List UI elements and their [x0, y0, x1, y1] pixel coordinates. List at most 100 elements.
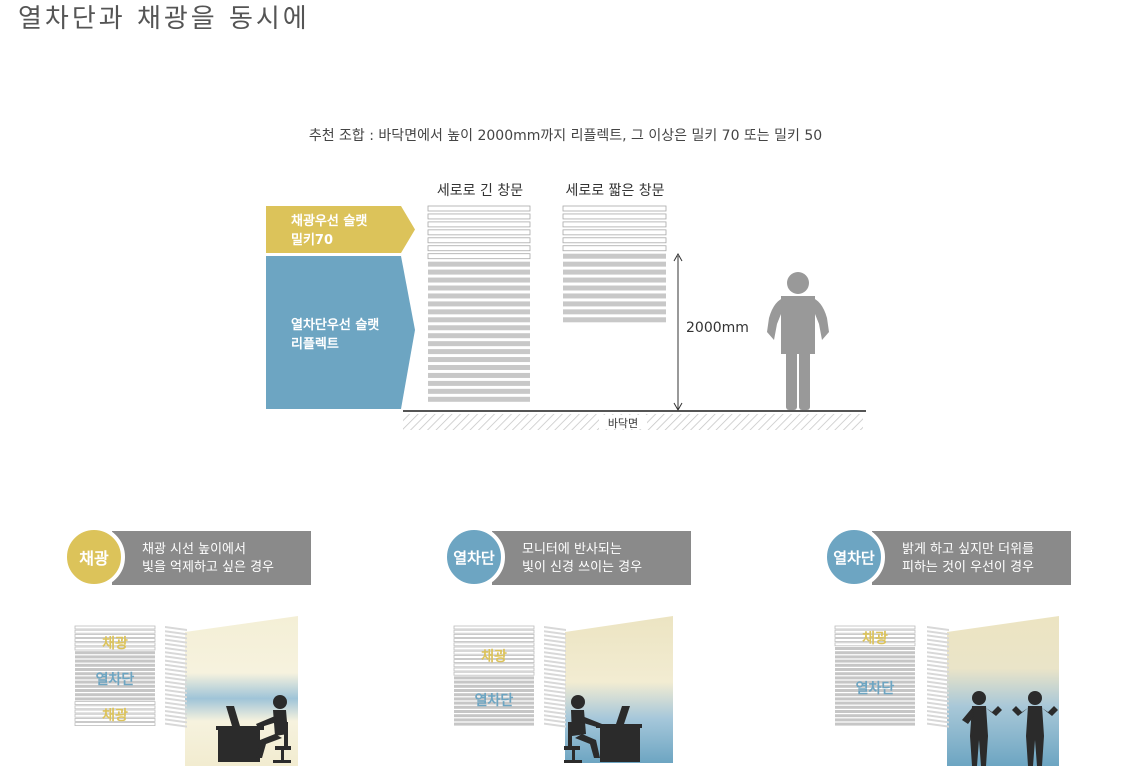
side-slat	[544, 684, 566, 690]
case-2-line-1: 모니터에 반사되는	[522, 542, 622, 557]
side-slat	[544, 680, 566, 686]
light-slat	[74, 633, 156, 638]
shade-slat	[428, 333, 530, 339]
case-2-zone-top: 채광	[481, 649, 507, 665]
shade-slat	[428, 293, 530, 299]
page-title: 열차단과 채광을 동시에	[18, 4, 310, 34]
light-slat	[562, 245, 667, 252]
side-slat	[165, 684, 187, 690]
light-slat	[453, 671, 535, 676]
shade-slat	[75, 693, 155, 697]
shade-slat	[428, 269, 530, 275]
shade-slat	[454, 693, 534, 697]
side-slat	[927, 655, 949, 661]
side-slat	[927, 647, 949, 652]
side-slat	[165, 647, 187, 652]
light-slat	[74, 629, 156, 634]
light-slat	[453, 625, 535, 630]
shade-slat	[563, 309, 666, 315]
light-slat	[453, 633, 535, 638]
light-slat	[74, 722, 156, 726]
side-slat	[544, 710, 566, 715]
shade-slat	[75, 697, 155, 701]
case-1-zone-bottom: 채광	[102, 708, 128, 724]
side-slat	[927, 659, 949, 665]
light-slat	[453, 667, 535, 672]
side-slat	[927, 680, 949, 686]
shade-slat	[835, 697, 915, 701]
light-slat	[427, 229, 531, 236]
case-3-illustration	[834, 616, 1059, 766]
side-slat	[927, 634, 949, 640]
shade-slat	[835, 672, 915, 676]
side-slat	[165, 638, 187, 644]
shade-slat	[428, 301, 530, 307]
people-icon	[962, 691, 1058, 766]
light-slat	[74, 705, 156, 710]
light-slat	[427, 205, 531, 212]
side-slat	[165, 630, 187, 636]
shade-slat	[563, 253, 666, 259]
light-slat	[427, 221, 531, 228]
side-slat	[544, 655, 566, 661]
light-slat	[562, 205, 667, 212]
side-slat	[927, 672, 949, 678]
person-icon	[767, 272, 829, 410]
side-slat	[927, 701, 949, 707]
slat-diagram	[266, 205, 866, 430]
shade-slat	[454, 680, 534, 684]
case-2-line-2: 빛이 신경 쓰이는 경우	[522, 560, 643, 575]
light-slat	[562, 237, 667, 244]
side-slat	[165, 655, 187, 661]
short-window-label: 세로로 짧은 창문	[565, 183, 665, 199]
case-2-zone-bottom: 열차단	[474, 693, 514, 709]
shade-slat	[563, 285, 666, 291]
shade-slat	[75, 651, 155, 655]
office-worker-icon	[564, 695, 642, 763]
side-slat	[165, 672, 187, 678]
shade-slat	[835, 714, 915, 718]
shade-slat	[835, 722, 915, 726]
shade-slat	[835, 693, 915, 697]
daylight-slat-name: 채광우선 슬랫	[291, 214, 368, 229]
light-slat	[453, 655, 535, 659]
shade-slat	[428, 349, 530, 355]
shade-slat-type: 리플렉트	[291, 337, 339, 352]
shade-slat	[75, 676, 155, 680]
side-slat	[927, 693, 949, 699]
side-slat	[165, 718, 187, 724]
shade-slat	[75, 659, 155, 663]
shade-slat	[75, 680, 155, 684]
case-2-description: 모니터에 반사되는 빛이 신경 쓰이는 경우	[492, 531, 691, 585]
shade-slat	[428, 261, 530, 267]
light-slat	[453, 638, 535, 643]
case-1-description: 채광 시선 높이에서 빛을 억제하고 싶은 경우	[112, 531, 311, 585]
light-slat	[453, 629, 535, 634]
case-3-line-2: 피하는 것이 우선이 경우	[902, 560, 1034, 575]
side-slat	[544, 651, 566, 657]
shade-slat	[454, 718, 534, 722]
shade-slat	[75, 684, 155, 688]
shade-slat	[428, 357, 530, 363]
side-slat	[165, 663, 187, 669]
side-slat	[544, 647, 566, 652]
case-1-line-1: 채광 시선 높이에서	[142, 542, 246, 557]
shade-slat	[454, 714, 534, 718]
shade-slat	[563, 261, 666, 267]
shade-slat	[75, 672, 155, 676]
side-slat	[165, 722, 187, 728]
shade-slat	[75, 655, 155, 659]
light-slat	[834, 638, 916, 643]
office-worker-icon	[216, 695, 291, 763]
shade-slat	[75, 689, 155, 692]
case-1-zone-middle: 열차단	[95, 672, 135, 688]
shade-slat	[75, 668, 155, 671]
light-slat	[834, 629, 916, 634]
side-slat	[165, 626, 187, 631]
case-1-badge: 채광	[63, 526, 125, 588]
side-slat	[544, 668, 566, 673]
light-slat	[74, 713, 156, 718]
shade-slat	[454, 684, 534, 688]
light-slat	[453, 663, 535, 668]
light-slat	[562, 213, 667, 220]
